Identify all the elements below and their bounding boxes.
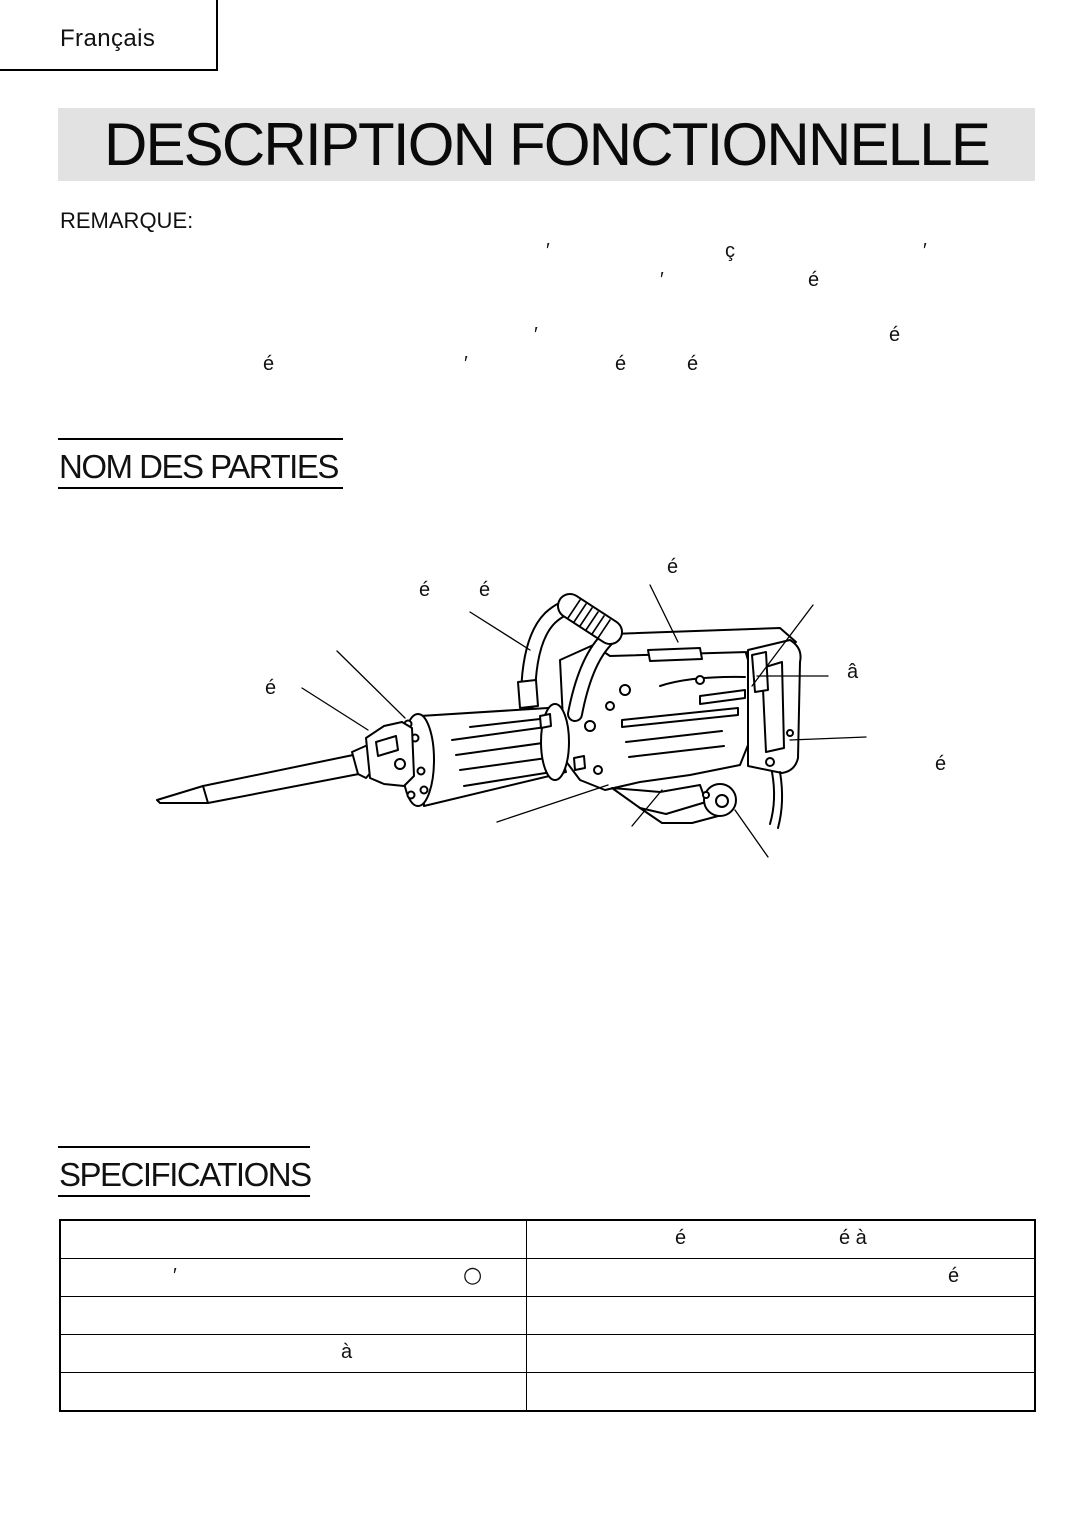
leader-line — [496, 784, 609, 823]
remark-fragment: ç — [725, 240, 735, 262]
bit-retainer — [365, 721, 415, 787]
language-tab-label: Français — [60, 25, 156, 52]
spec-cell-left — [61, 1373, 527, 1410]
spec-fragment: ′ — [173, 1265, 177, 1287]
leader-line — [734, 809, 769, 858]
specifications-table: é é à ′ ○ é à — [59, 1219, 1036, 1412]
page-title: DESCRIPTION FONCTIONNELLE — [103, 111, 991, 178]
remark-fragment: ′ — [546, 240, 550, 262]
remark-fragment: ′ — [923, 240, 927, 262]
heading-rule-bottom — [58, 1195, 310, 1197]
table-row: ′ ○ é — [61, 1259, 1034, 1297]
chisel-bit — [156, 743, 381, 804]
side-handle-grip — [557, 593, 623, 645]
spec-fragment: à — [341, 1341, 353, 1363]
spec-cell-left — [61, 1297, 527, 1334]
part-label: é — [265, 677, 277, 699]
title-band: DESCRIPTION FONCTIONNELLE — [58, 108, 1035, 181]
remark-fragment: é — [687, 353, 699, 375]
table-row: é é à — [61, 1221, 1034, 1259]
side-handle — [517, 599, 614, 722]
leader-line — [789, 736, 867, 741]
remark-fragment: é — [263, 353, 275, 375]
spec-cell-right — [527, 1373, 1034, 1410]
rear-handle — [747, 639, 802, 774]
table-row: à — [61, 1335, 1034, 1373]
leader-line — [649, 584, 679, 643]
spec-cell-left: à — [61, 1335, 527, 1372]
spec-cell-right: é é à — [527, 1221, 1034, 1258]
table-row — [61, 1373, 1034, 1410]
remark-fragment: ′ — [660, 269, 664, 291]
front-flange — [401, 713, 435, 807]
leader-line — [751, 604, 814, 687]
power-cord — [769, 771, 784, 829]
motor-housing — [559, 639, 749, 791]
part-label: é — [419, 579, 431, 601]
remark-fragment: é — [615, 353, 627, 375]
leader-line — [469, 611, 531, 651]
remark-fragment: ′ — [464, 353, 468, 375]
adjustment-knob — [702, 783, 737, 817]
language-tab — [0, 0, 218, 71]
demolition-hammer-illustration — [156, 584, 867, 858]
spec-fragment: é — [948, 1265, 960, 1287]
specifications-heading: SPECIFICATIONS — [59, 1156, 312, 1193]
spec-cell-right: é — [527, 1259, 1034, 1296]
spec-cell-left: ′ ○ — [61, 1259, 527, 1296]
spec-cell-left — [61, 1221, 527, 1258]
trigger-switch — [751, 651, 769, 693]
remark-fragment: é — [889, 324, 901, 346]
heading-rule-bottom — [58, 487, 343, 489]
part-label: é — [479, 579, 491, 601]
side-handle-collar — [539, 703, 586, 781]
part-label: é — [667, 556, 679, 578]
remark-fragment: ′ — [534, 324, 538, 346]
heading-rule-top — [58, 438, 343, 440]
part-label: é — [935, 753, 947, 775]
spec-cell-right — [527, 1297, 1034, 1334]
parts-heading: NOM DES PARTIES — [59, 448, 339, 485]
remark-label: REMARQUE: — [60, 208, 194, 233]
heading-rule-top — [58, 1146, 310, 1148]
spec-fragment: é à — [839, 1227, 867, 1249]
top-cover — [597, 627, 797, 662]
circle-symbol: ○ — [463, 1263, 483, 1288]
leader-line — [631, 789, 663, 827]
spec-cell-right — [527, 1335, 1034, 1372]
part-label: â — [847, 661, 859, 683]
remark-fragment: é — [808, 269, 820, 291]
gearbox-base — [611, 784, 723, 824]
barrel — [419, 707, 567, 807]
table-row — [61, 1297, 1034, 1335]
spec-fragment: é — [675, 1227, 687, 1249]
leader-line — [336, 650, 406, 719]
leader-line — [301, 687, 369, 731]
